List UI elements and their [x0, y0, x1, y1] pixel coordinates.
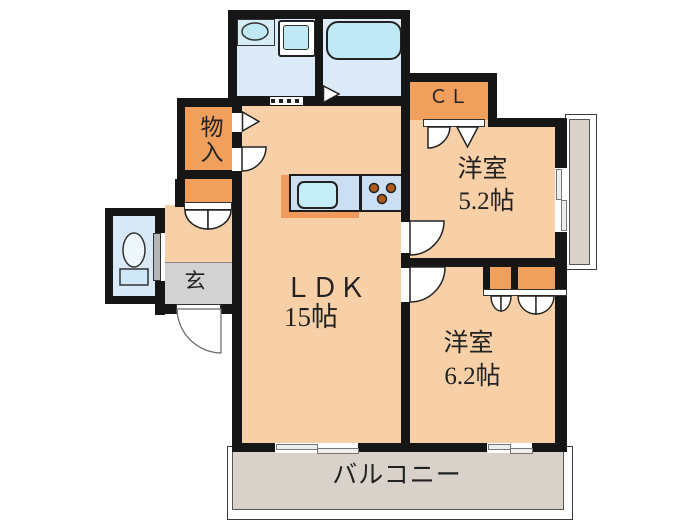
wall	[228, 96, 410, 106]
kitchen-trim-left	[281, 175, 289, 218]
toilet-icon	[119, 232, 149, 286]
entrance-label: 玄	[184, 269, 206, 293]
wall	[315, 13, 323, 101]
wall	[232, 98, 242, 113]
washbasin-icon	[241, 22, 269, 41]
wall	[105, 296, 163, 304]
room-a-door-icon	[409, 220, 445, 256]
hall-closet-bifold-icon	[184, 209, 232, 230]
window-slat	[556, 169, 562, 200]
cl-closet-fill	[410, 82, 488, 120]
kitchen-sink-icon	[297, 181, 338, 209]
toilet-door-icon	[153, 233, 161, 281]
entrance-floor	[165, 262, 232, 306]
wall	[232, 443, 275, 452]
wall	[228, 10, 237, 106]
ldk-balcony-window	[275, 443, 359, 454]
kitchen-counter-divider	[359, 174, 362, 212]
wall	[105, 208, 163, 216]
wall	[555, 118, 567, 168]
wall	[232, 132, 242, 148]
wall	[160, 304, 177, 314]
cl-bifold-doors-icon	[427, 126, 480, 149]
side-balcony-floor	[569, 119, 590, 265]
wall	[483, 267, 490, 292]
western-room-a-label: 洋室	[457, 156, 508, 183]
ldk-label: ＬＤＫ	[284, 273, 366, 303]
wall	[155, 208, 165, 233]
wall	[105, 208, 113, 304]
window-slat	[561, 200, 567, 231]
wall	[532, 443, 567, 452]
western-room-b-label: 洋室	[443, 330, 494, 357]
room-a-side-window	[555, 168, 567, 232]
washer-pan-inner	[283, 25, 309, 50]
window-slat	[510, 448, 533, 454]
washroom-sliding-opening	[270, 97, 303, 105]
room-b-door-icon	[409, 266, 446, 303]
window-slat	[317, 448, 359, 454]
stove-burners-icon	[368, 182, 397, 205]
dash-line	[271, 99, 302, 103]
wall	[488, 73, 497, 127]
wall	[358, 443, 487, 452]
wall	[175, 179, 185, 207]
wall	[177, 98, 185, 170]
window-slat	[488, 444, 511, 450]
room-b-closet-fill-left	[490, 267, 511, 290]
western-room-b-size: 6.2帖	[444, 363, 501, 390]
window-slat	[276, 444, 318, 450]
cl-door-strip	[423, 119, 485, 127]
balcony-label: バルコニー	[332, 462, 462, 489]
room-b-closet-bifold-right-icon	[517, 295, 555, 315]
storage-fill	[185, 107, 232, 170]
storage-lower-fill	[185, 179, 232, 205]
wall	[220, 304, 242, 314]
wall	[401, 302, 410, 450]
bathtub-icon	[326, 21, 402, 60]
bathroom-door-icon	[322, 85, 341, 104]
wall	[401, 258, 567, 267]
wall	[177, 98, 237, 107]
ldk-floor	[242, 106, 401, 443]
wall	[401, 10, 410, 222]
wall	[511, 267, 518, 292]
balcony-floor	[232, 450, 564, 510]
storage-label: 物入	[197, 115, 222, 165]
room-b-balcony-window	[487, 443, 533, 454]
wall	[155, 281, 165, 315]
ldk-hall-door-icon	[241, 146, 267, 172]
wall	[555, 232, 567, 450]
ldk-size-label: 15帖	[284, 302, 338, 332]
wall	[488, 118, 567, 127]
western-room-a-size: 5.2帖	[458, 188, 515, 215]
room-b-closet-fill-right	[518, 267, 555, 290]
room-b-closet-bifold-left-icon	[490, 295, 512, 312]
wall	[408, 73, 497, 82]
entrance-door-swing-icon	[176, 308, 222, 354]
kitchen-trim-bottom	[281, 210, 359, 218]
storage-door-icon	[241, 111, 261, 133]
cl-closet-label: ＣＬ	[428, 87, 469, 108]
wall	[177, 170, 232, 179]
